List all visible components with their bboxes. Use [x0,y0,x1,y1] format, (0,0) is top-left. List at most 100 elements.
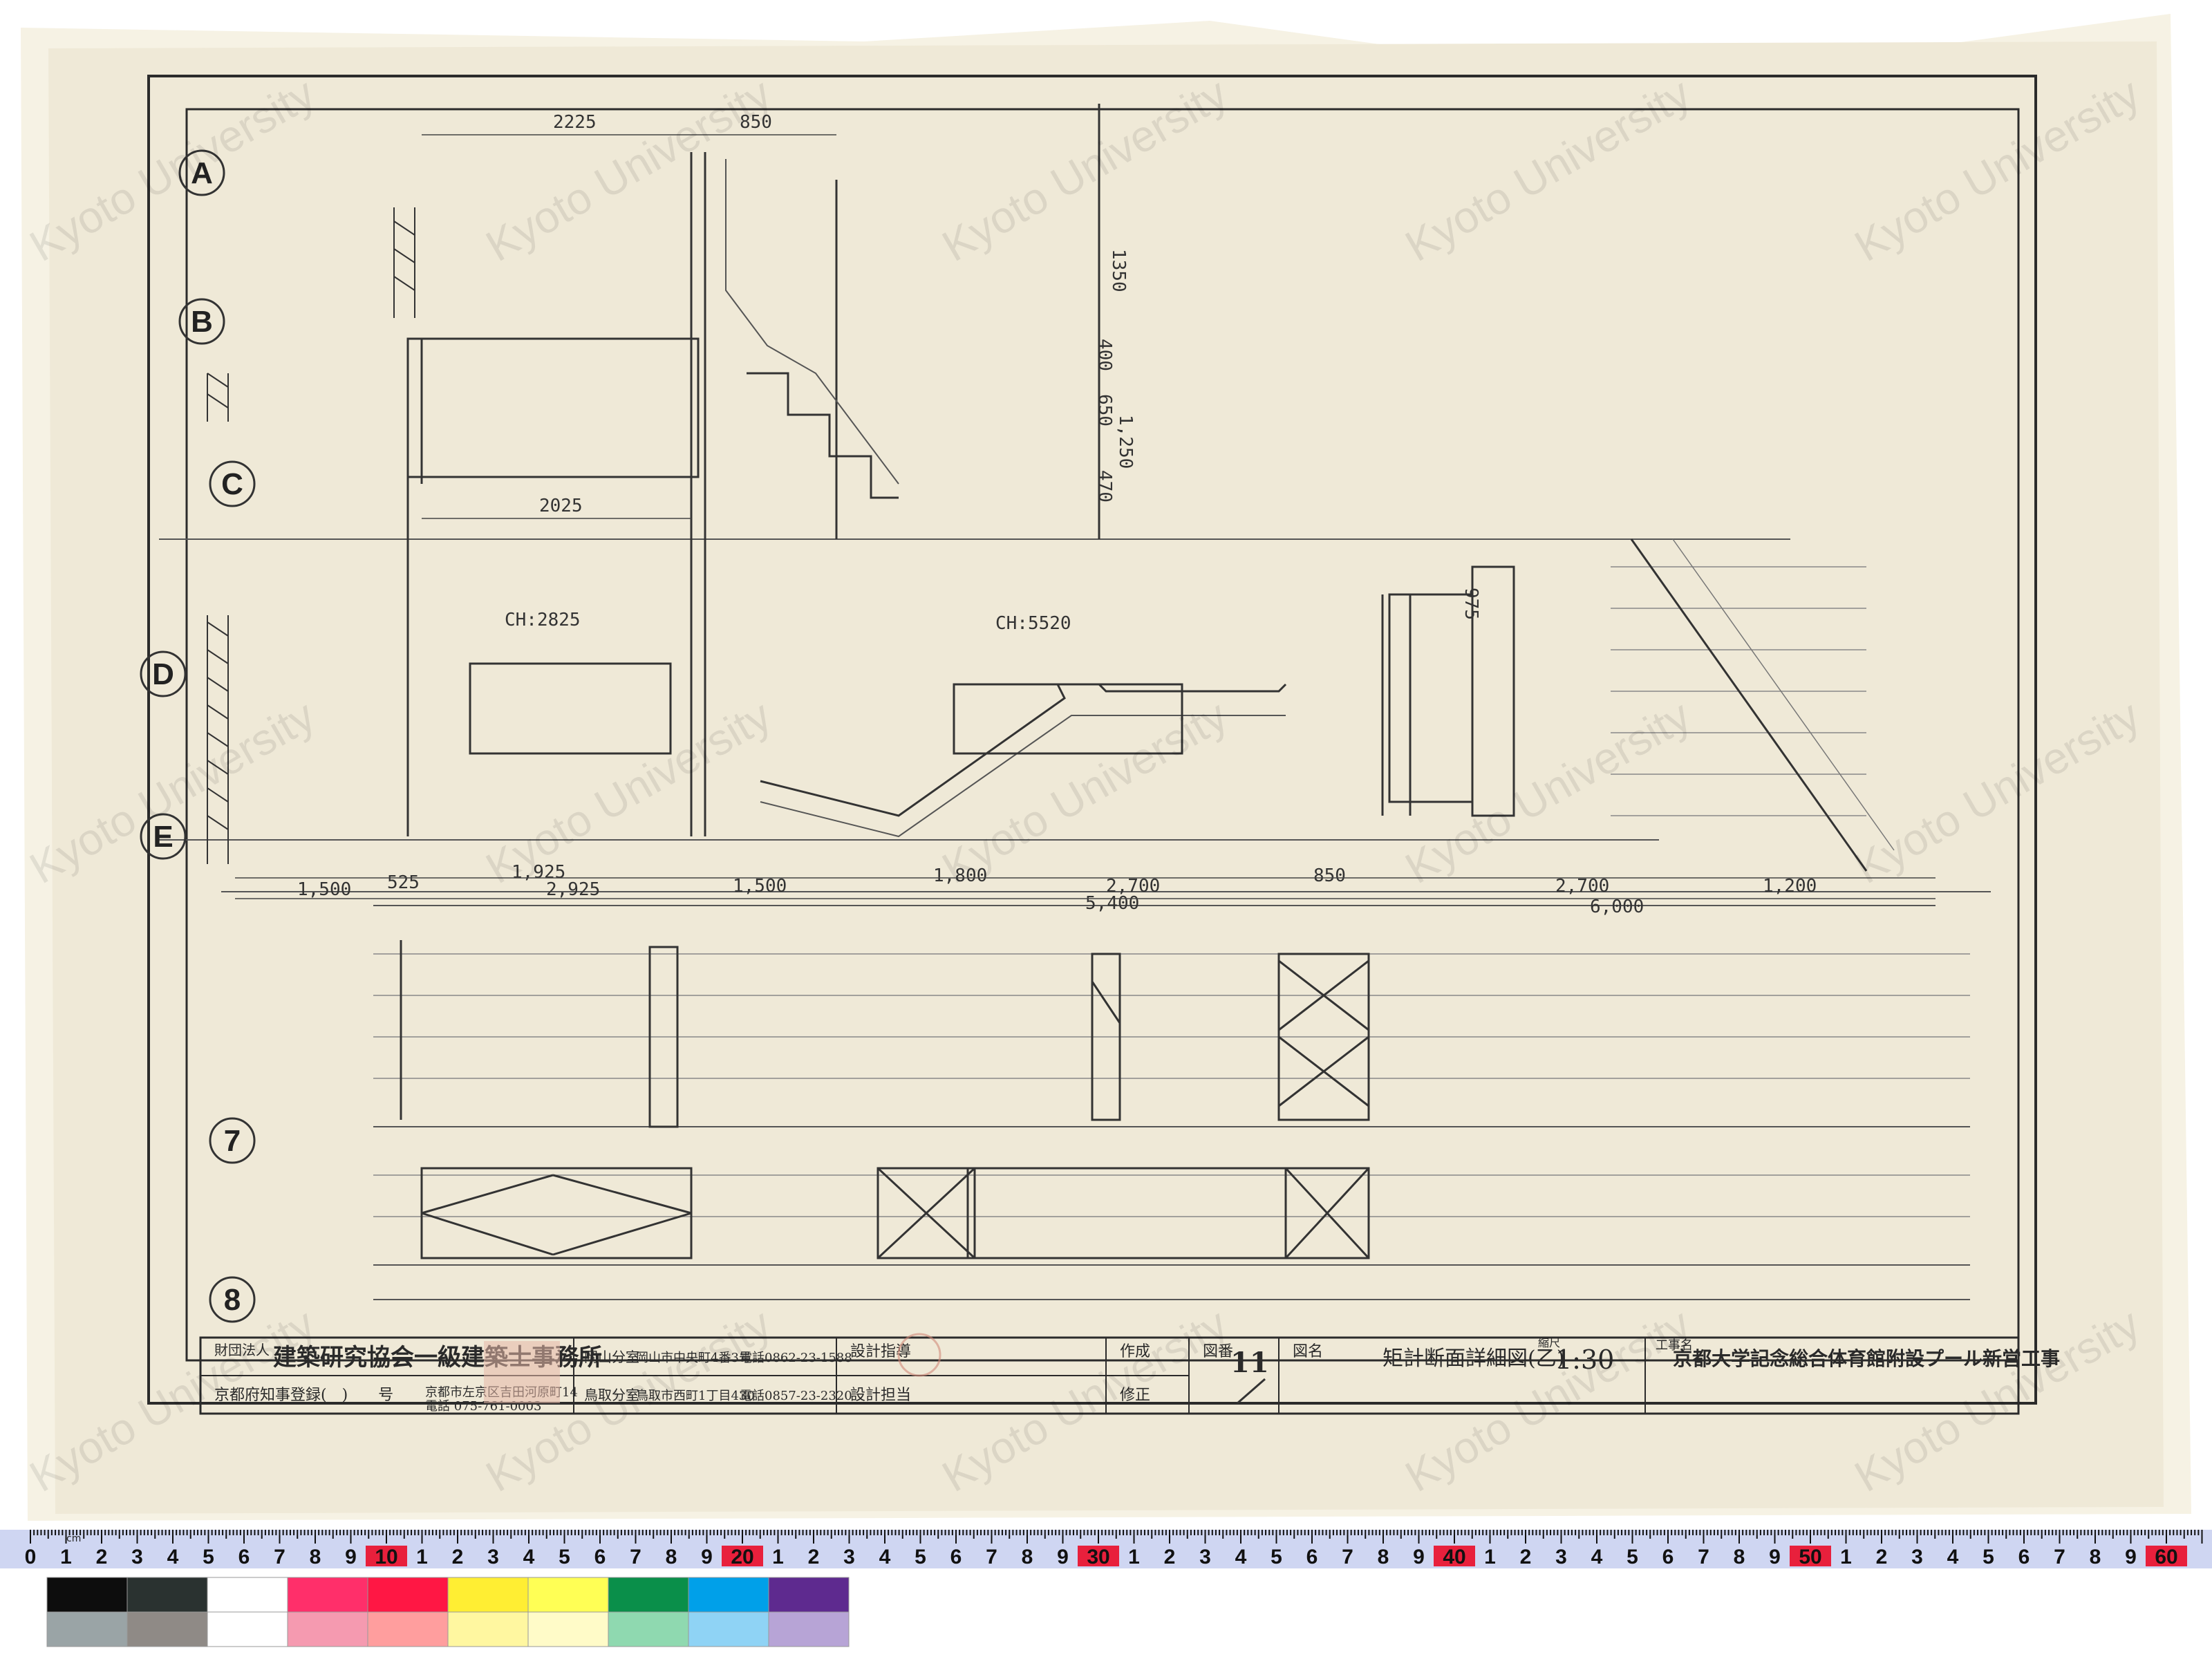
ruler-label: 1 [772,1546,784,1568]
dim-vert-0: 1350 [1108,249,1129,292]
grid-label-8: 8 [224,1283,241,1317]
dimension-labels: 2225 850 2025 CH:2825 CH:5520 1,500 525 … [297,112,1817,917]
color-patch [527,1611,609,1647]
dim-bottom-5: 1,800 [933,865,987,886]
ruler-label: 1 [1840,1546,1852,1568]
drawing-number: 11 [1230,1347,1269,1379]
dim-mid-span: 2025 [539,496,583,516]
dim-bottom-2: 1,925 [512,862,565,883]
drawing-name: 矩計断面詳細図(乙) [1382,1347,1564,1371]
grid-label-7: 7 [224,1124,241,1158]
ruler-label: 5 [203,1546,214,1568]
dim-bottom-4: 1,500 [733,876,787,897]
ruler-label: 9 [1769,1546,1781,1568]
color-patch [688,1577,769,1613]
ruler-label: 4 [523,1546,535,1568]
color-patch [688,1611,769,1647]
inner-frame [185,108,2020,1362]
ruler-label: 9 [701,1546,713,1568]
ruler-label: 9 [2125,1546,2137,1568]
dim-vert-5: 975 [1461,588,1481,620]
dim-ch-left: CH:2825 [505,610,581,630]
wall-lines [400,104,1474,1120]
ruler-label: 20 [731,1546,753,1568]
ruler-label: 4 [879,1546,891,1568]
ruler-label: 5 [1983,1546,1994,1568]
ruler-label: 7 [2054,1546,2065,1568]
ruler-label: 2 [1876,1546,1888,1568]
ruler-label: 8 [310,1546,321,1568]
color-checker [46,1577,850,1647]
ruler-label: 2 [96,1546,108,1568]
drawing-name-label: 図名 [1293,1343,1323,1360]
dim-bottom-10: 1,200 [1763,876,1817,897]
ruler-label: 8 [666,1546,677,1568]
ruler-label: 5 [1627,1546,1638,1568]
ruler-label: 6 [950,1546,962,1568]
ruler-decade-marker [1434,1546,1475,1566]
ruler-label: 10 [375,1546,397,1568]
ruler-label: 8 [2090,1546,2101,1568]
ruler-decade-marker [366,1546,407,1566]
ruler-label: 9 [345,1546,357,1568]
dim-bottom-0: 1,500 [297,879,351,900]
hatched-wall-left [207,207,415,864]
red-seal-stamp [484,1341,560,1403]
ruler-label: 6 [2018,1546,2030,1568]
color-patch [768,1577,850,1613]
ruler-label: 6 [1662,1546,1674,1568]
ruler-label: 1 [416,1546,428,1568]
ruler-label: 6 [238,1546,250,1568]
drawn-by-label: 作成 [1120,1343,1150,1360]
tottori-phone: 電話0857-23-2320 [740,1389,852,1403]
ruler-label: 4 [167,1546,179,1568]
ruler-label: 40 [1443,1546,1465,1568]
ruler-label: 5 [915,1546,926,1568]
color-patch [608,1577,689,1613]
project-name: 京都大学記念総合体育館附設プール新営工事 [1673,1347,2060,1370]
grid-label-e: E [153,820,173,854]
ruler-unit: cm [66,1533,81,1544]
dim-ch-right: CH:5520 [995,613,1071,634]
drawing-scale: 1:30 [1555,1344,1614,1375]
color-patch [126,1611,208,1647]
ruler-label: 7 [1698,1546,1709,1568]
org-prefix: 財団法人 [214,1342,270,1358]
okayama-address: 岡山市中央町4番3号 [636,1351,751,1365]
title-block: 財団法人 建築研究協会一級建築士事務所 京都府知事登録( ) 号 京都市左京区吉… [199,1333,2060,1415]
dim-top-span-b: 850 [740,112,772,133]
ruler-label: 7 [986,1546,997,1568]
ruler-label: 6 [1306,1546,1318,1568]
ruler-label: 3 [1555,1546,1567,1568]
ruler-label: 5 [1271,1546,1282,1568]
okayama-office: 岡山分室 [584,1349,639,1365]
color-patch [46,1577,128,1613]
dim-vert-2: 1,250 [1115,415,1136,469]
scale-label: 縮尺 [1538,1336,1560,1349]
dim-top-span-a: 2225 [553,112,597,133]
round-seal-stamp [897,1333,941,1377]
dim-vert-1: 400 [1094,339,1115,371]
color-patch [768,1611,850,1647]
ruler-label: 8 [1734,1546,1745,1568]
dim-bottom-7: 2,700 [1106,876,1160,897]
ruler-label: 1 [60,1546,72,1568]
ruler-decade-marker [722,1546,763,1566]
color-patch [207,1577,288,1613]
design-charge-label: 設計担当 [850,1387,911,1404]
ruler-label: 0 [25,1546,37,1568]
color-patch [367,1577,449,1613]
ruler-label: 8 [1022,1546,1033,1568]
ruler-label: 6 [594,1546,606,1568]
dim-bottom-11: 6,000 [1590,897,1644,917]
ruler-label: 1 [1128,1546,1140,1568]
design-guidance-label: 設計指導 [850,1343,911,1360]
ruler-label: 50 [1799,1546,1821,1568]
color-patch [287,1577,368,1613]
ruler-decade-marker [2146,1546,2187,1566]
right-diagonal-wall [1630,538,1868,872]
color-patch [447,1577,529,1613]
ruler-label: 3 [131,1546,143,1568]
